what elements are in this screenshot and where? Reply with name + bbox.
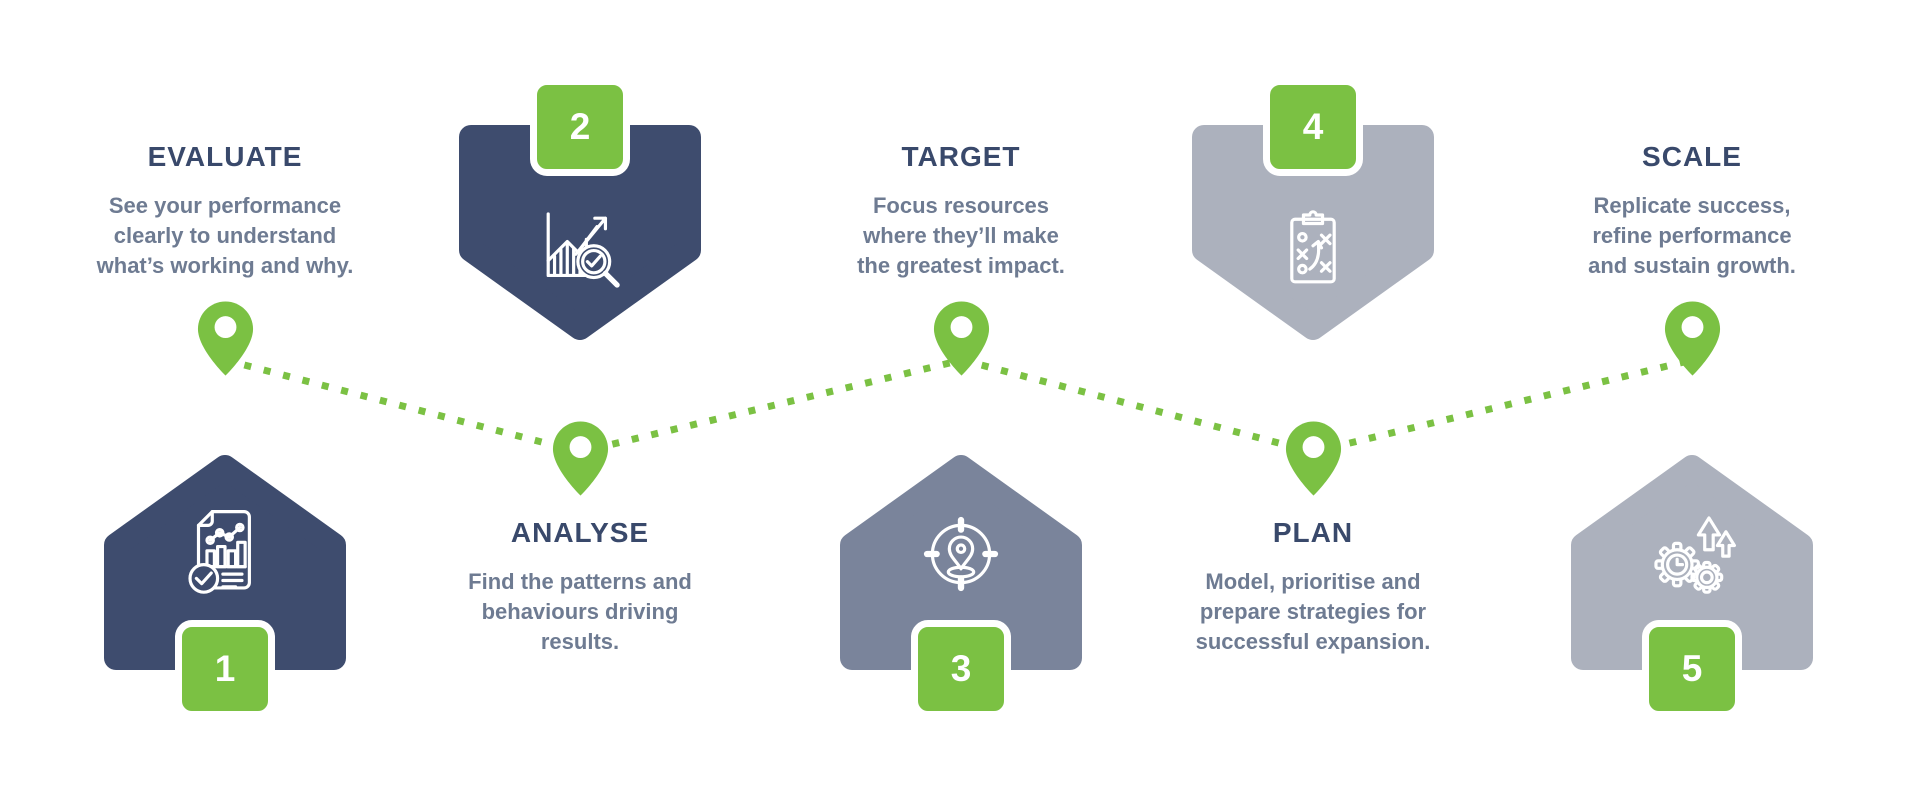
- map-pin-icon: [933, 300, 990, 377]
- gears-growth-icon: [1639, 501, 1745, 607]
- step-number-badge: 3: [911, 620, 1011, 718]
- shield-shape-analyse: 2: [459, 78, 701, 340]
- step-number-badge: 5: [1642, 620, 1742, 718]
- step-title-evaluate: EVALUATE: [147, 141, 303, 172]
- step-description-target: Focus resources where they’ll make the g…: [857, 193, 1065, 278]
- house-shape-scale: 5: [1571, 455, 1813, 718]
- target-location-icon: [908, 501, 1014, 607]
- step-title-plan: PLAN: [1272, 517, 1354, 548]
- map-pin-icon: [197, 300, 254, 377]
- step-description-scale: Replicate success, refine performance an…: [1588, 193, 1796, 278]
- step-number-badge: 2: [530, 78, 630, 176]
- step-title-analyse: ANALYSE: [510, 517, 650, 548]
- step-description-analyse: Find the patterns and behaviours driving…: [468, 569, 692, 654]
- shield-shape-plan: 4: [1192, 78, 1434, 340]
- map-pin-icon: [1285, 420, 1342, 497]
- step-number-badge: 4: [1263, 78, 1363, 176]
- step-description-plan: Model, prioritise and prepare strategies…: [1195, 569, 1431, 654]
- house-shape-target: 3: [840, 455, 1082, 718]
- step-title-scale: SCALE: [1642, 141, 1742, 172]
- step-number-badge: 1: [175, 620, 275, 718]
- report-chart-icon: [172, 501, 278, 607]
- strategy-clipboard-icon: [1260, 197, 1366, 303]
- chart-magnifier-icon: [527, 197, 633, 303]
- map-pin-icon: [552, 420, 609, 497]
- house-shape-evaluate: 1: [104, 455, 346, 718]
- map-pin-icon: [1664, 300, 1721, 377]
- step-description-evaluate: See your performance clearly to understa…: [96, 193, 354, 278]
- step-title-target: TARGET: [901, 141, 1021, 172]
